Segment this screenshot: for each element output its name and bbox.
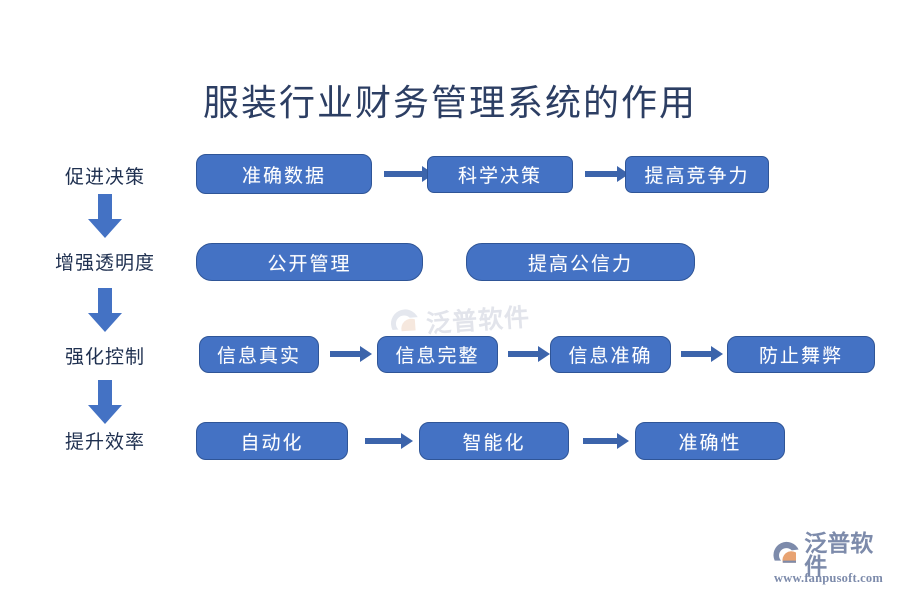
down-arrow-icon [88, 194, 122, 238]
flow-node-improve-competitiveness[interactable]: 提高竞争力 [625, 156, 769, 193]
right-arrow-icon [365, 433, 413, 449]
watermark-text: 泛普软件 [425, 303, 531, 339]
brand-row: 泛普软件 [772, 532, 894, 578]
arrow-tip [711, 346, 723, 362]
fanpu-logo-icon [773, 541, 799, 563]
down-arrow-icon [88, 380, 122, 424]
arrow-head [88, 219, 122, 238]
page-title: 服装行业财务管理系统的作用 [202, 83, 697, 123]
arrow-tip [401, 433, 413, 449]
arrow-bar [330, 351, 362, 357]
brand-name: 泛普软件 [804, 530, 874, 579]
right-arrow-icon [583, 433, 629, 449]
arrow-bar [583, 438, 619, 444]
flow-node-information-truthful[interactable]: 信息真实 [199, 336, 319, 373]
arrow-tip [617, 433, 629, 449]
flow-node-scientific-decision[interactable]: 科学决策 [427, 156, 573, 193]
arrow-shaft [98, 194, 112, 220]
flow-node-improve-credibility[interactable]: 提高公信力 [466, 243, 695, 281]
arrow-shaft [98, 288, 112, 314]
flow-node-information-complete[interactable]: 信息完整 [377, 336, 498, 373]
arrow-head [88, 313, 122, 332]
flow-node-accurate-data[interactable]: 准确数据 [196, 154, 372, 194]
arrow-bar [508, 351, 540, 357]
arrow-shaft [98, 380, 112, 406]
flow-node-accuracy[interactable]: 准确性 [635, 422, 785, 460]
brand-url: www.fanpusoft.com [774, 571, 883, 585]
arrow-bar [585, 171, 619, 177]
down-arrow-icon [88, 288, 122, 332]
arrow-bar [365, 438, 403, 444]
flow-node-information-accurate[interactable]: 信息准确 [550, 336, 671, 373]
right-arrow-icon [585, 166, 629, 182]
flow-node-prevent-fraud[interactable]: 防止舞弊 [727, 336, 875, 373]
stage-label-improve-efficiency: 提升效率 [64, 432, 146, 453]
right-arrow-icon [681, 346, 723, 362]
arrow-bar [384, 171, 424, 177]
right-arrow-icon [508, 346, 550, 362]
stage-label-strengthen-control: 强化控制 [64, 347, 146, 368]
arrow-tip [360, 346, 372, 362]
flow-node-open-management[interactable]: 公开管理 [196, 243, 423, 281]
stage-label-enhance-transparency: 增强透明度 [54, 253, 156, 274]
brand-logo: 泛普软件 www.fanpusoft.com [772, 532, 894, 588]
arrow-head [88, 405, 122, 424]
arrow-tip [538, 346, 550, 362]
arrow-bar [681, 351, 713, 357]
flow-node-intelligence[interactable]: 智能化 [419, 422, 569, 460]
right-arrow-icon [330, 346, 372, 362]
stage-label-promote-decision: 促进决策 [64, 167, 146, 188]
flow-node-automation[interactable]: 自动化 [196, 422, 348, 460]
